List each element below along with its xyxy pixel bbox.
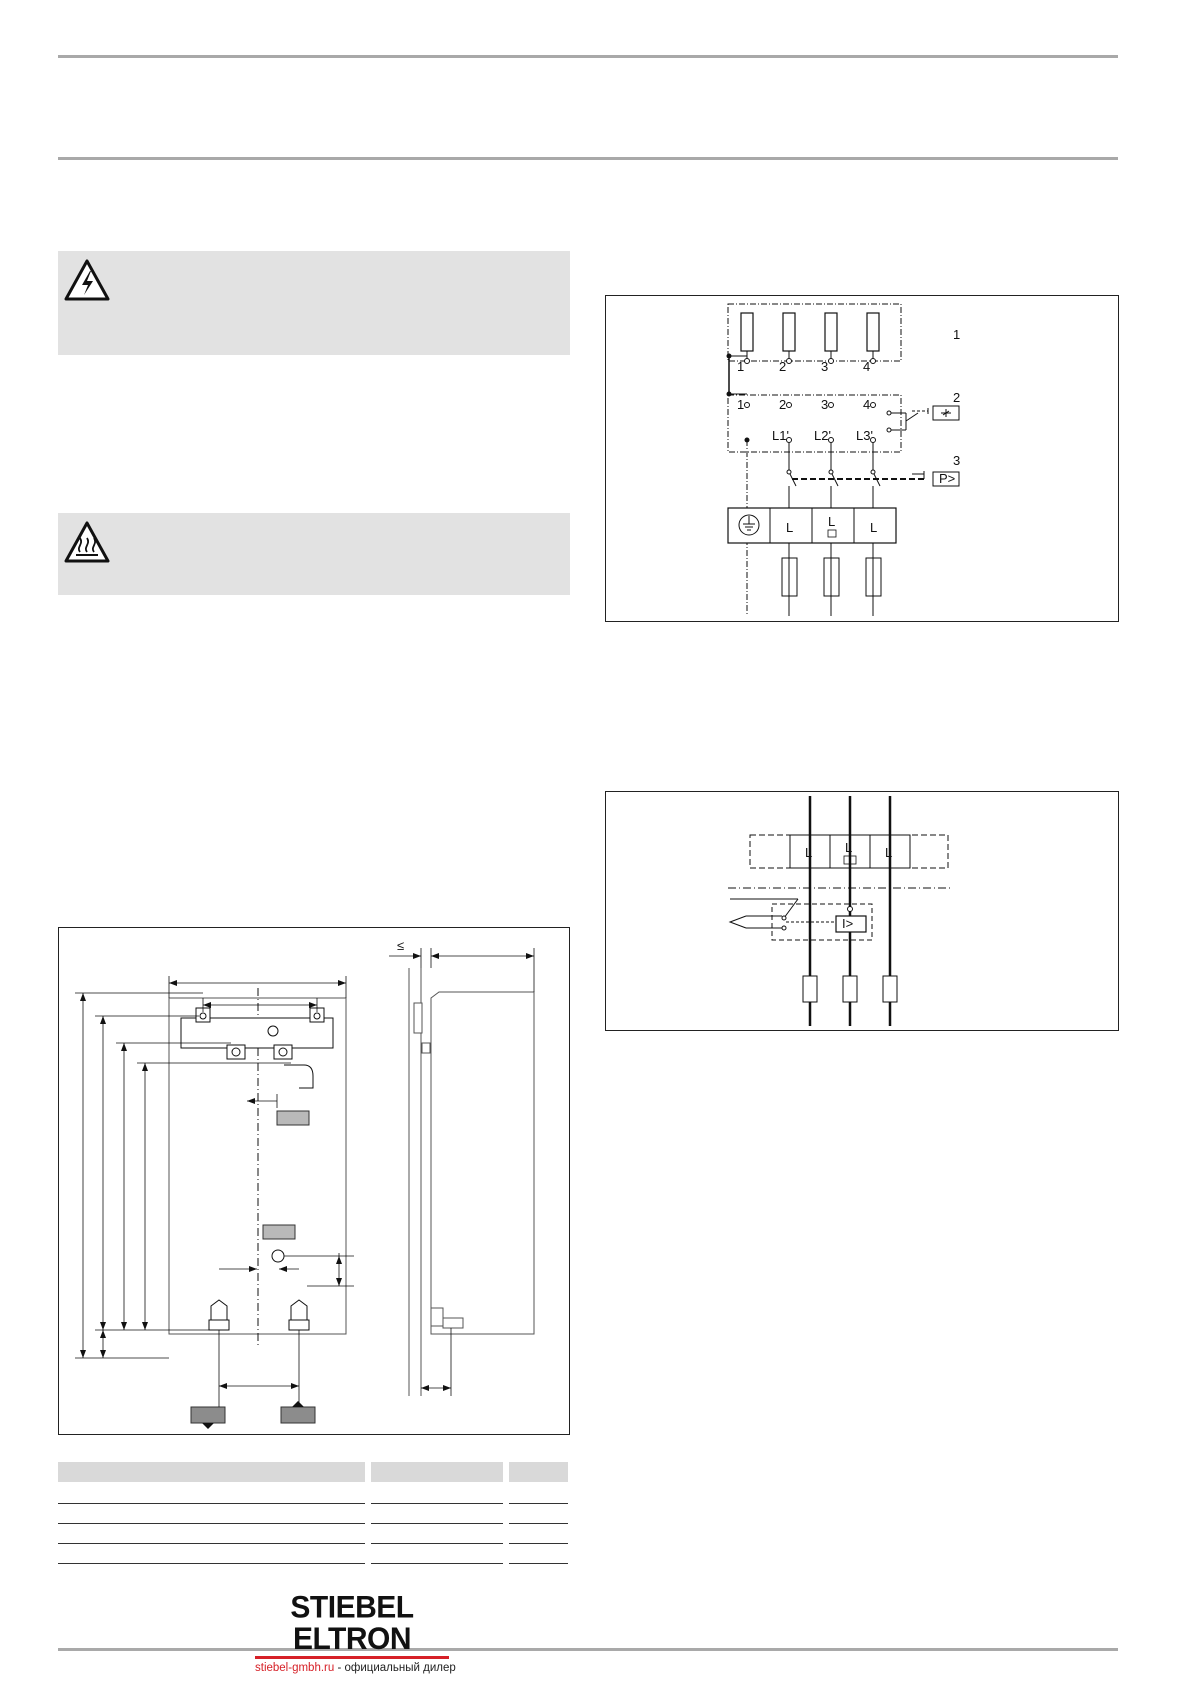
table-row [58,1523,365,1524]
table-row [509,1523,568,1524]
electric-hazard-icon [64,259,110,301]
item-number-2: 2 [953,390,960,405]
water-connections [208,1299,310,1331]
table-header-col2 [371,1462,503,1482]
item-number-3: 3 [953,453,960,468]
table-row [509,1503,568,1504]
brand-red-bar [255,1656,449,1659]
safety-thermostat [886,405,960,433]
bottom-rule [58,1648,1118,1651]
table-row [371,1523,503,1524]
header-rule [58,157,1118,160]
terminal-top-3: 3 [821,359,828,374]
table-row [58,1543,365,1544]
mounting-rail [180,1007,334,1060]
table-row [509,1543,568,1544]
side-view [408,968,535,1396]
terminal-top-2: 2 [779,359,786,374]
top-rule [58,55,1118,58]
table-row [58,1563,365,1564]
terminal-bottom-2: 2 [779,397,786,412]
phase-l3: L3' [856,428,873,443]
terminal-top-4: 4 [863,359,870,374]
phase-l2: L2' [814,428,831,443]
relay-block-l3: L [885,845,892,860]
block-l3: L [870,520,877,535]
table-row [371,1543,503,1544]
heating-elements [740,312,880,352]
table-row [509,1563,568,1564]
block-l2: L [828,514,835,529]
terminal-bottom-1: 1 [737,397,744,412]
hot-water-box [280,1406,316,1424]
pressure-switch-box [932,471,960,487]
electric-warning-panel [58,251,570,355]
dealer-text: - официальный дилер [334,1662,456,1674]
table-row [371,1503,503,1504]
dimension-lines [75,976,354,1407]
item-number-1: 1 [953,327,960,342]
phase-l1: L1' [772,428,789,443]
label-box-1 [276,1110,310,1126]
relay-block-l1: L [805,845,812,860]
hot-surface-warning-panel [58,513,570,595]
table-header-col1 [58,1462,365,1482]
dealer-line: stiebel-gmbh.ru - официальный дилер [255,1661,456,1675]
wiring-diagram: 1 2 3 4 1 2 3 4 L1' L2' L3' [605,295,1119,622]
cold-water-box [190,1406,226,1424]
block-l1: L [786,520,793,535]
table-row [58,1503,365,1504]
brand-logo[interactable]: STIEBEL ELTRON stiebel-gmbh.ru - официал… [255,1590,456,1675]
table-header-col3 [509,1462,568,1482]
max-symbol: ≤ [397,938,404,953]
terminal-bottom-3: 3 [821,397,828,412]
terminal-top-1: 1 [737,359,744,374]
hot-surface-icon [64,521,110,563]
earth-icon [738,514,760,536]
dealer-site-link[interactable]: stiebel-gmbh.ru [255,1662,335,1674]
brand-name: STIEBEL ELTRON [290,1590,414,1657]
table-row [371,1563,503,1564]
dimension-drawing: ≤ [58,927,570,1435]
overcurrent-relay-box [835,915,867,933]
pressure-switch-label: P> [939,471,955,486]
label-box-2 [262,1224,296,1240]
relay-block-l2: L [845,840,852,855]
overcurrent-relay-label: I> [842,916,853,931]
relay-diagram: L L L I> [605,791,1119,1031]
control-contact [728,898,836,931]
terminal-bottom-4: 4 [863,397,870,412]
